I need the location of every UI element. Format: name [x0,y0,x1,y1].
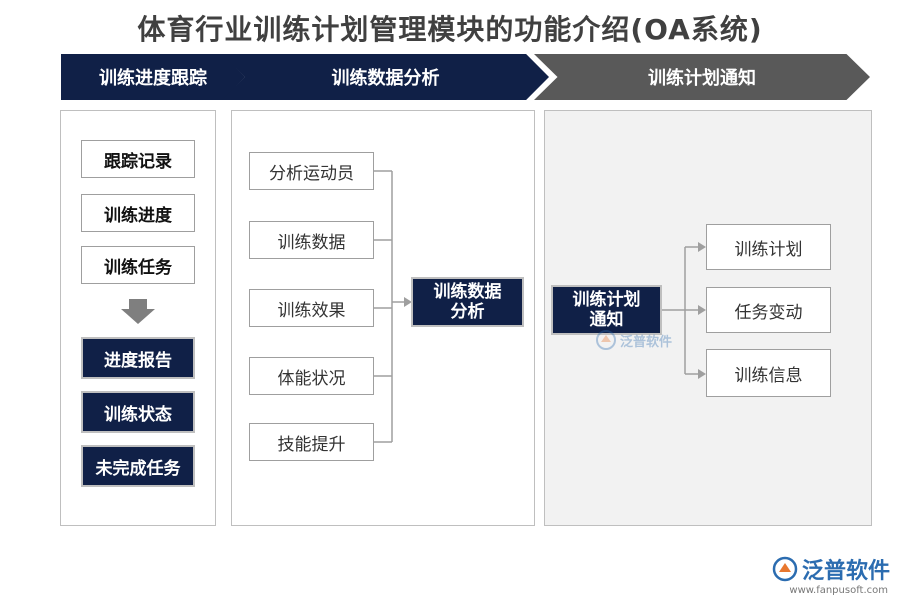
page-title: 体育行业训练计划管理模块的功能介绍(OA系统) [137,13,763,46]
notification-panel: 训练计划 通知 泛普软件 训练计划 任务变动 训练信息 [544,110,872,526]
step-notification: 训练计划通知 [534,54,870,100]
progress-report-box: 进度报告 [81,337,195,379]
brand-name: 泛普软件 [802,559,891,584]
plan-notify-line1: 训练计划 [572,290,641,310]
tracking-panel: 跟踪记录 训练进度 训练任务 进度报告 训练状态 未完成任务 [60,110,216,526]
unfinished-task-box: 未完成任务 [81,445,195,487]
physical-condition-box: 体能状况 [249,357,374,395]
training-progress-box: 训练进度 [81,194,195,232]
brand-url: www.fanpusoft.com [789,585,888,596]
data-analysis-line1: 训练数据 [433,282,502,302]
tracking-record-box: 跟踪记录 [81,140,195,178]
skill-improvement-box: 技能提升 [249,423,374,461]
training-status-box: 训练状态 [81,391,195,433]
watermark-logo-icon [596,330,616,350]
watermark-text: 泛普软件 [620,334,673,350]
down-arrow-icon [121,299,155,324]
athlete-analysis-box: 分析运动员 [249,152,374,190]
plan-notify-line2: 通知 [589,310,624,330]
analysis-panel: 分析运动员 训练数据 训练效果 体能状况 技能提升 训练数据 分析 [231,110,535,526]
step-tracking: 训练进度跟踪 [61,54,245,100]
training-plan-box: 训练计划 [706,224,831,270]
fanpu-logo-icon [772,556,798,582]
brand-logo: 泛普软件 [772,553,890,585]
plan-notify-center-box: 训练计划 通知 [551,285,662,335]
training-task-box: 训练任务 [81,246,195,284]
step-analysis: 训练数据分析 [222,54,549,100]
analysis-connectors [374,170,412,443]
training-info-box: 训练信息 [706,349,831,397]
task-change-box: 任务变动 [706,287,831,333]
training-data-box: 训练数据 [249,221,374,259]
notification-connectors [660,242,706,379]
data-analysis-center-box: 训练数据 分析 [411,277,524,327]
training-effect-box: 训练效果 [249,289,374,327]
data-analysis-line2: 分析 [450,302,485,322]
center-watermark: 泛普软件 [595,329,672,351]
